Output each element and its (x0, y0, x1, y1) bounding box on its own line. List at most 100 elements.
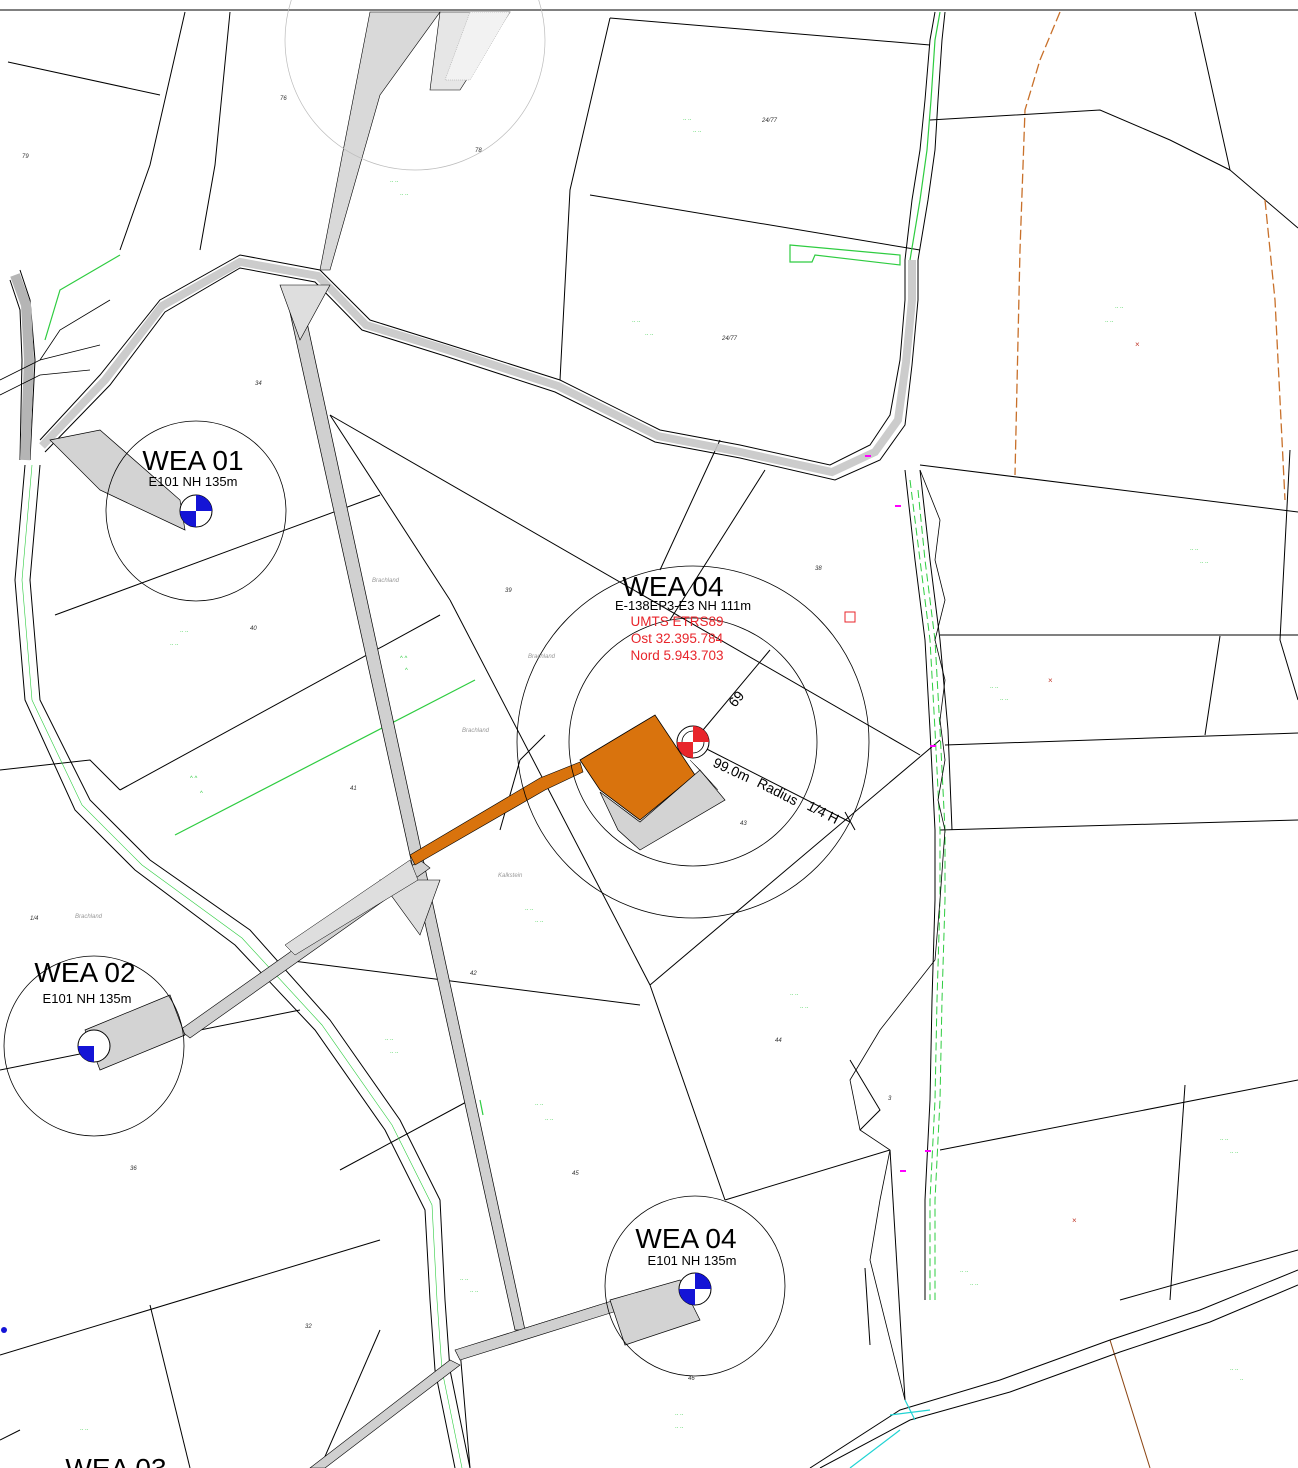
svg-text:.. ..: .. .. (790, 991, 799, 997)
svg-text:.. ..: .. .. (535, 918, 544, 924)
svg-text:E101 NH 135m: E101 NH 135m (43, 991, 132, 1006)
svg-text:3: 3 (888, 1096, 892, 1102)
svg-text:×: × (1135, 340, 1140, 349)
main-road (14, 464, 471, 1468)
svg-text:Kalkstein: Kalkstein (498, 873, 523, 879)
svg-text:E101 NH 135m: E101 NH 135m (149, 474, 238, 489)
svg-text:.. ..: .. .. (390, 178, 399, 184)
svg-text:E-138EP3-E3 NH 111m: E-138EP3-E3 NH 111m (615, 598, 751, 613)
svg-text:.. ..: .. .. (180, 628, 189, 634)
wea02-label[interactable]: WEA 02 E101 NH 135m (34, 957, 135, 1006)
svg-text:.. ..: .. .. (683, 116, 692, 122)
svg-text:WEA 03: WEA 03 (65, 1453, 166, 1468)
svg-text:.. ..: .. .. (970, 1281, 979, 1287)
crane-pad-access (409, 714, 726, 866)
svg-text:.. ..: .. .. (1230, 1149, 1239, 1155)
turbine-symbol-wea04-bottom[interactable] (678, 1272, 712, 1306)
svg-text:42: 42 (470, 971, 477, 977)
svg-text:.. ..: .. .. (1105, 318, 1114, 324)
wea03-label[interactable]: WEA 03 (65, 1453, 166, 1468)
svg-text:40: 40 (250, 626, 257, 632)
svg-text:.. ..: .. .. (385, 1036, 394, 1042)
svg-text:.. ..: .. .. (1230, 1366, 1239, 1372)
svg-text:.. ..: .. .. (675, 1411, 684, 1417)
svg-text:×: × (1072, 1216, 1077, 1225)
turbine-symbol-wea01[interactable] (179, 494, 213, 528)
svg-text:38: 38 (815, 566, 822, 572)
svg-text:.. ..: .. .. (632, 318, 641, 324)
svg-text:.. ..: .. .. (535, 1101, 544, 1107)
svg-text:45: 45 (572, 1171, 579, 1177)
svg-text:32: 32 (305, 1324, 312, 1330)
svg-text:.. ..: .. .. (1220, 1136, 1229, 1142)
svg-text:.. ..: .. .. (80, 1426, 89, 1432)
vegetation-marks: .. .. .. .. .. .. .. .. .. .. .. .. .. ....… (80, 116, 1244, 1432)
svg-text:99.0m: 99.0m (711, 754, 753, 785)
svg-text:Ost 32.395.784: Ost 32.395.784 (631, 631, 724, 646)
svg-text:×: × (1048, 676, 1053, 685)
svg-text:.. ..: .. .. (1115, 304, 1124, 310)
svg-text:.. ..: .. .. (645, 331, 654, 337)
wea04-new-label[interactable]: WEA 04 E-138EP3-E3 NH 111m UMTS ETRS89 O… (615, 571, 751, 663)
svg-text:24/77: 24/77 (721, 336, 738, 342)
svg-text:.. ..: .. .. (1000, 696, 1009, 702)
svg-text:WEA 04: WEA 04 (622, 571, 723, 602)
boundary-markers (844, 455, 936, 1172)
field-road-top (39, 11, 946, 481)
svg-text:.. ..: .. .. (460, 1276, 469, 1282)
svg-text:Nord 5.943.703: Nord 5.943.703 (630, 648, 723, 663)
svg-text:^ ^: ^ ^ (190, 776, 197, 782)
svg-text:46: 46 (688, 1376, 695, 1382)
parcel-number-labels: 79 78 76 24/77 24/77 34 39 40 41 42 43 4… (22, 96, 892, 1382)
svg-text:Brachland: Brachland (372, 578, 400, 584)
svg-text:.. ..: .. .. (1200, 559, 1209, 565)
svg-text:.. ..: .. .. (960, 1268, 969, 1274)
access-road-north (319, 11, 511, 271)
svg-text:^: ^ (405, 668, 408, 674)
svg-text:.. ..: .. .. (693, 128, 702, 134)
svg-text:41: 41 (350, 786, 357, 792)
dimension-lines (692, 649, 856, 831)
svg-text:79: 79 (22, 154, 29, 160)
svg-text:.. ..: .. .. (470, 1288, 479, 1294)
svg-text:36: 36 (130, 1166, 137, 1172)
turbine-symbol-wea04-new[interactable] (676, 725, 710, 759)
svg-text:.. ..: .. .. (800, 1004, 809, 1010)
svg-text:78: 78 (475, 148, 482, 154)
access-road-southwest (179, 859, 431, 1039)
svg-text:UMTS ETRS89: UMTS ETRS89 (630, 614, 723, 629)
svg-text:24/77: 24/77 (761, 118, 778, 124)
parcel-boundaries (0, 11, 1298, 1468)
right-track (849, 469, 953, 1401)
svg-text:WEA 01: WEA 01 (142, 445, 243, 476)
svg-text:44: 44 (775, 1038, 782, 1044)
svg-text:.. ..: .. .. (1190, 546, 1199, 552)
svg-text:Radius: Radius (755, 774, 801, 808)
svg-text:.. ..: .. .. (390, 1049, 399, 1055)
svg-text:WEA 04: WEA 04 (635, 1223, 736, 1254)
green-boundaries (44, 244, 901, 1116)
wea01-label[interactable]: WEA 01 E101 NH 135m (142, 445, 243, 489)
wea04-existing-label[interactable]: WEA 04 E101 NH 135m (635, 1223, 736, 1268)
svg-text:E101 NH 135m: E101 NH 135m (648, 1253, 737, 1268)
svg-text:Brachland: Brachland (462, 728, 490, 734)
svg-text:34: 34 (255, 381, 262, 387)
svg-text:^ ^: ^ ^ (400, 656, 407, 662)
svg-text:.. ..: .. .. (525, 906, 534, 912)
svg-text:Brachland: Brachland (75, 914, 103, 920)
svg-text:.. ..: .. .. (545, 1116, 554, 1122)
turbine-symbol-wea02[interactable] (77, 1029, 111, 1063)
svg-text:.. ..: .. .. (170, 641, 179, 647)
svg-text:43: 43 (740, 821, 747, 827)
svg-text:.. ..: .. .. (675, 1424, 684, 1430)
svg-text:1/4 H: 1/4 H (805, 797, 842, 826)
turbine-radius-circles (3, 420, 870, 1377)
access-road-central (279, 284, 526, 1331)
svg-text:Brachland: Brachland (528, 654, 556, 660)
svg-text:39: 39 (505, 588, 512, 594)
svg-text:WEA 02: WEA 02 (34, 957, 135, 988)
svg-text:76: 76 (280, 96, 287, 102)
svg-text:.. ..: .. .. (400, 191, 409, 197)
svg-text:.. ..: .. .. (990, 684, 999, 690)
